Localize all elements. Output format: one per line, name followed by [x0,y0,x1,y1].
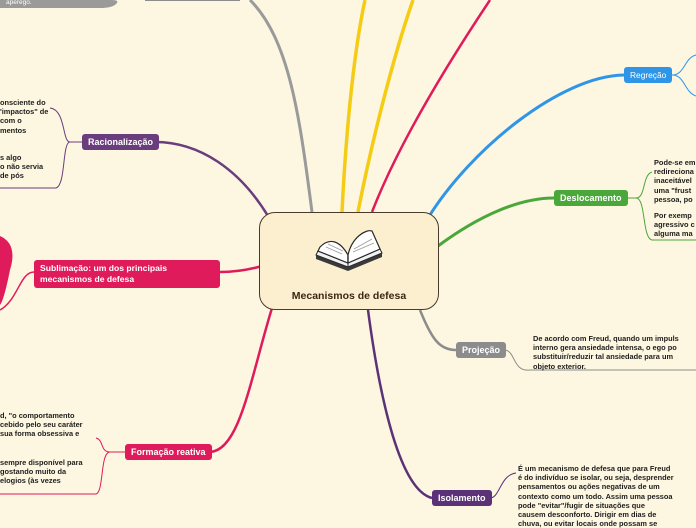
sublimacao-left-link [0,271,35,311]
top-fragment-text: aperego. [6,0,32,6]
sublimacao-branch [219,264,263,274]
regressao-sub-lines [671,54,696,97]
formacao-branch [209,307,274,454]
regressao-branch [426,73,625,219]
formacao-reativa-note-2: sempre disponível para gostando muito da… [0,458,83,486]
formacao-reativa-note-1: d, "o comportamento cebido pelo seu cará… [0,411,83,439]
formacao-reativa-node[interactable]: Formação reativa [125,444,212,460]
projecao-note: De acordo com Freud, quando um impuls in… [533,334,679,371]
isolamento-branch [366,309,433,500]
deslocamento-note-lines [622,171,696,241]
projecao-node[interactable]: Projeção [456,342,507,358]
top-left-note-box [0,0,118,8]
yellow-branch-1 [340,0,367,213]
racionalizacao-node[interactable]: Racionalização [82,134,160,150]
projecao-branch [418,309,457,352]
formacao-note-lines [0,437,125,495]
isolamento-note-line [489,472,517,499]
isolamento-node[interactable]: Isolamento [432,490,492,506]
racionalizacao-note-1: onsciente do 'impactos" de com o mentos [0,98,49,135]
isolamento-note: É um mecanismo de defesa que para Freud … [518,464,674,528]
sublimacao-left-bubble [0,236,13,305]
racionalizacao-note-2: s algo o não servia de pós [0,153,44,181]
sublimacao-node[interactable]: Sublimação: um dos principais mecanismos… [34,260,220,288]
red-branch-top [370,0,492,213]
yellow-branch-2 [356,0,415,213]
open-book-icon [315,230,383,271]
deslocamento-note-1: Pode-se em redireciona inaceitável uma "… [654,158,696,204]
deslocamento-node[interactable]: Deslocamento [554,190,628,206]
deslocamento-note-2: Por exemp agressivo c alguma ma [654,211,695,239]
central-topic[interactable]: Mecanismos de defesa [259,212,439,310]
regressao-node[interactable]: Regreção [624,67,673,83]
central-topic-label: Mecanismos de defesa [291,290,407,302]
projecao-note-line [503,349,696,371]
racionalizacao-branch [154,140,270,217]
deslocamento-branch [437,196,555,248]
grey-branch-up [248,0,314,213]
racionalizacao-note-lines [0,107,82,189]
